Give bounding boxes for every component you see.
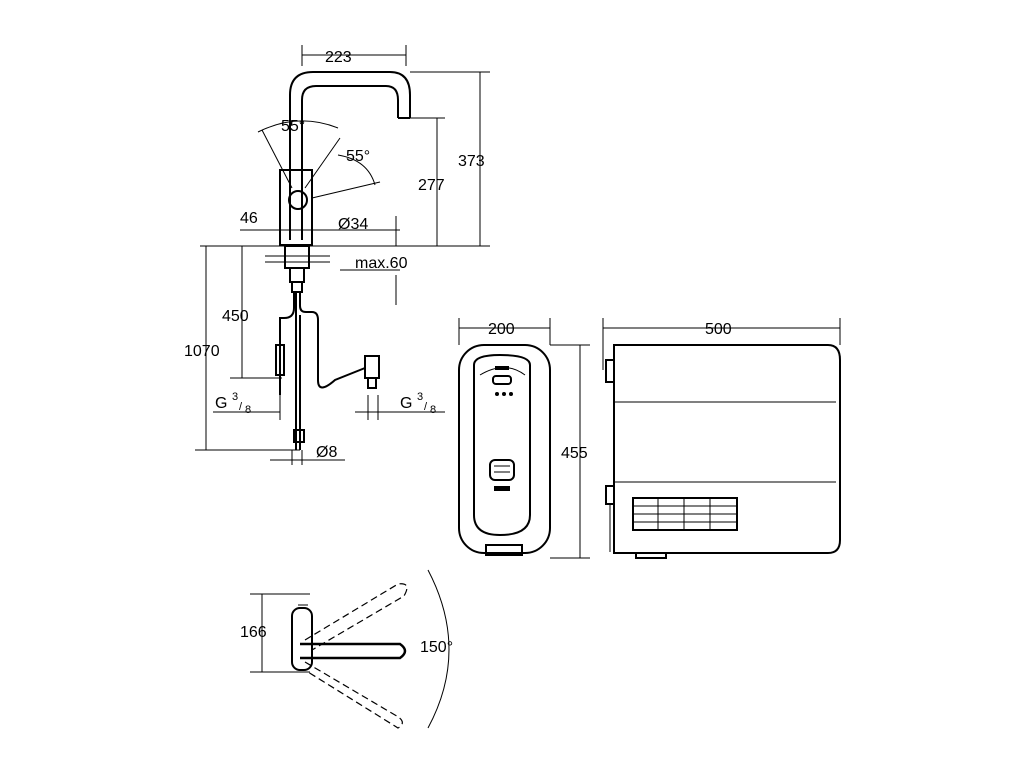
dim-boiler-width-label: 200	[488, 321, 515, 338]
dim-width-label: 223	[325, 49, 352, 66]
svg-text:8: 8	[430, 404, 436, 416]
dim-hose-diameter-label: Ø8	[316, 444, 337, 461]
svg-text:G: G	[215, 395, 227, 412]
dim-height-total-label: 373	[458, 153, 485, 170]
swivel-angle-label: 150°	[420, 639, 453, 656]
dim-hose-total-label: 1070	[184, 343, 220, 360]
dim-boiler-height-label: 455	[561, 445, 588, 462]
dim-deck-thickness-label: max.60	[355, 255, 408, 272]
boiler-side-view: 500	[602, 318, 841, 559]
dim-boiler-depth-label: 500	[705, 321, 732, 338]
svg-text:/: /	[424, 401, 428, 413]
dim-hose-upper-label: 450	[222, 308, 249, 325]
angle-left-label: 55°	[281, 118, 305, 135]
dim-body-diameter-label: Ø34	[338, 216, 368, 233]
dim-projection-label: 166	[240, 624, 267, 641]
connection-left-label: G 3 / 8	[215, 391, 251, 416]
faucet-side-view: 223 373 277 55° 55° 46 Ø34 max.60 450 10…	[184, 45, 490, 465]
angle-right-label: 55°	[346, 148, 370, 165]
dim-height-spout-label: 277	[418, 177, 445, 194]
svg-text:/: /	[239, 401, 243, 413]
svg-text:G: G	[400, 395, 412, 412]
svg-text:3: 3	[232, 391, 238, 403]
connection-right-label: G 3 / 8	[400, 391, 436, 416]
boiler-front-view: 200 455	[458, 318, 590, 559]
svg-text:8: 8	[245, 404, 251, 416]
svg-text:3: 3	[417, 391, 423, 403]
faucet-top-view: 166 150°	[240, 569, 453, 729]
dim-lever-offset-label: 46	[240, 210, 258, 227]
